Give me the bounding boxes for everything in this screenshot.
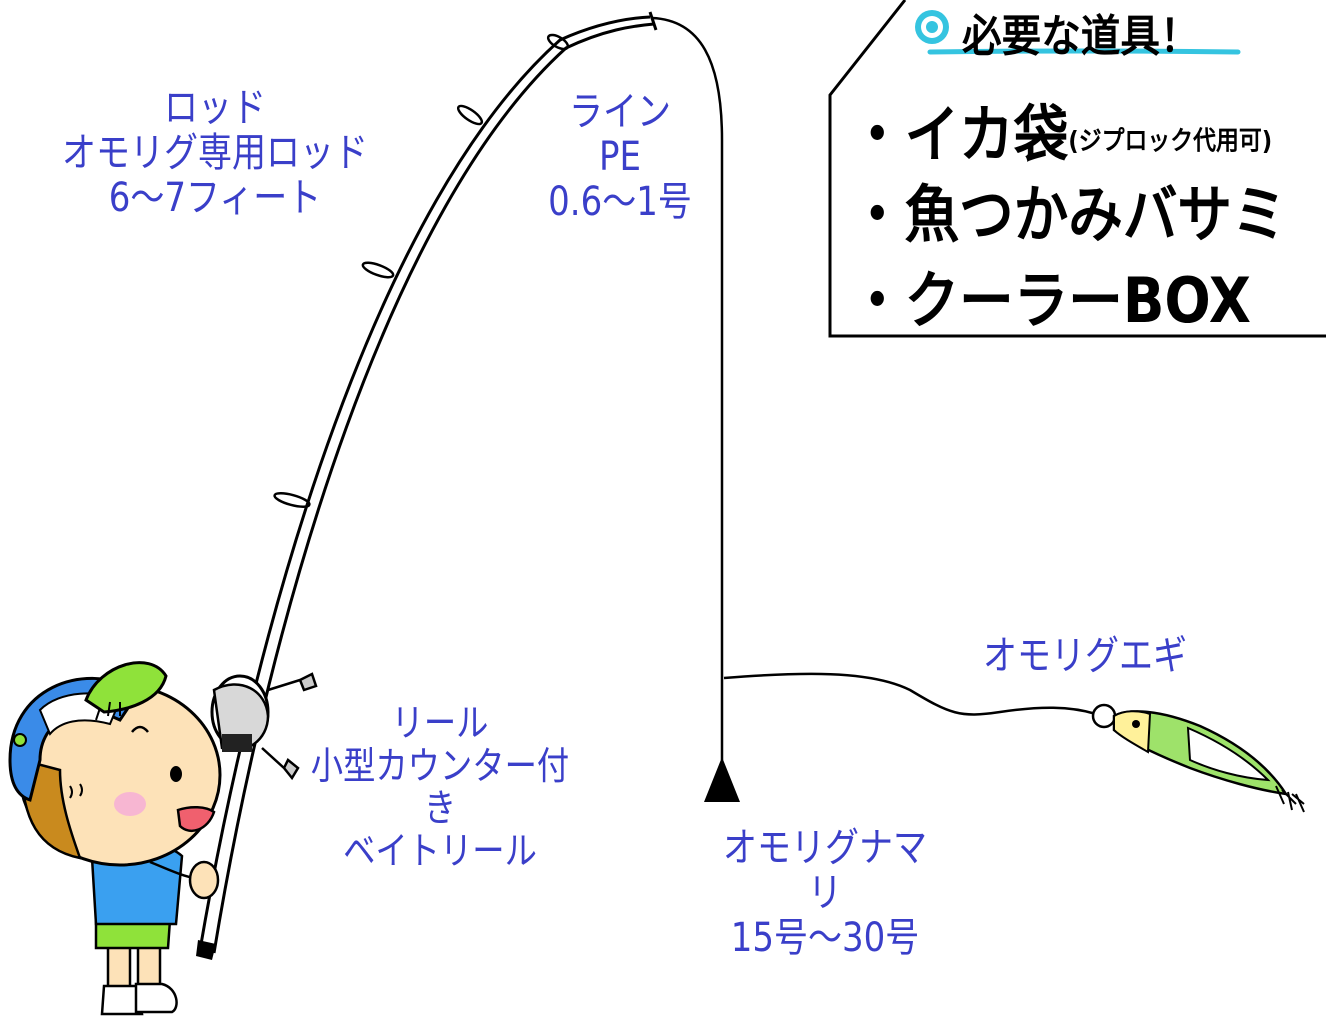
rod-type: オモリグ専用ロッド [62,129,368,176]
bait-reel [210,672,318,781]
tools-item-label: クーラーBOX [904,264,1251,337]
rod-guide-3 [361,261,395,279]
reel-type2: ベイトリール [343,828,537,873]
swirl-icon [915,10,949,44]
rod-guide-4 [273,492,311,508]
rod-guide-2 [456,104,484,126]
egi-title: オモリグエギ [983,633,1187,679]
tools-box-frame [828,0,1326,338]
line-label: ライン PE 0.6〜1号 [518,90,722,224]
sinker-title: オモリグナマリ [723,825,927,916]
tools-item-fish-grip: ・魚つかみバサミ [850,164,1287,254]
tools-item-bullet: ・ [850,178,905,251]
rod-guide-1 [546,33,570,51]
tools-item-cooler: ・クーラーBOX [850,250,1251,340]
leader-line [723,672,1097,716]
egi-label: オモリグエギ [970,634,1200,679]
tools-item-note: (ジプロック代用可) [1068,126,1273,157]
line-title: ライン [569,89,671,135]
rod-title: ロッド [164,85,266,131]
line-type: PE [599,133,641,180]
reel-type1: 小型カウンター付き [310,743,570,831]
tools-heading: 必要な道具！ [962,11,1200,62]
line-size: 0.6〜1号 [548,178,692,225]
title-underline [927,48,1241,55]
tools-item-bullet: ・ [850,98,905,171]
sinker [704,757,740,802]
reel-label: リール 小型カウンター付き ベイトリール [308,702,572,872]
squid-jig [1091,703,1305,813]
sinker-size: 15号〜30号 [730,914,920,961]
child-angler [8,661,222,1016]
tools-item-bullet: ・ [850,264,905,337]
tools-item-bag: ・イカ袋(ジプロック代用可) [850,84,1272,174]
rod-label: ロッド オモリグ専用ロッド 6〜7フィート [49,86,381,220]
rod-length: 6〜7フィート [108,174,322,221]
fishing-line [651,16,724,760]
reel-title: リール [391,701,489,745]
tools-item-label: イカ袋 [904,98,1069,171]
tools-item-label: 魚つかみバサミ [904,178,1287,251]
sinker-label: オモリグナマリ 15号〜30号 [710,826,940,960]
